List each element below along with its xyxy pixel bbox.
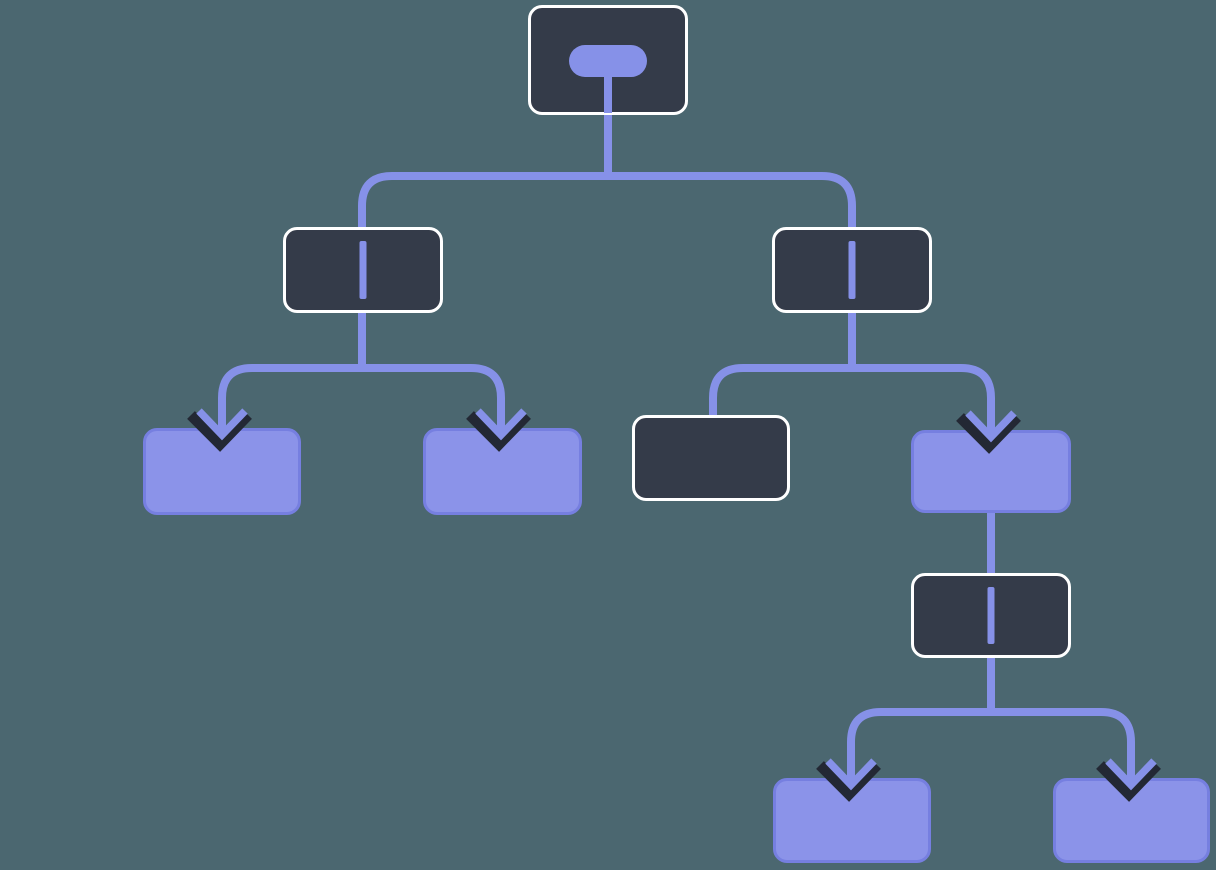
root-node[interactable] xyxy=(528,5,688,115)
condition-node-middle[interactable] xyxy=(632,415,790,501)
action-node-left-2[interactable] xyxy=(423,428,582,515)
pill-ornament xyxy=(569,45,647,77)
vertical-line-ornament xyxy=(848,241,856,299)
action-node-bottom-1[interactable] xyxy=(773,778,931,863)
branch-node-left[interactable] xyxy=(283,227,443,313)
action-node-right[interactable] xyxy=(911,430,1071,513)
action-node-left-1[interactable] xyxy=(143,428,301,515)
action-node-bottom-2[interactable] xyxy=(1053,778,1210,863)
pill-stem-ornament xyxy=(604,75,612,113)
vertical-line-ornament xyxy=(359,241,367,299)
branch-node-right[interactable] xyxy=(772,227,932,313)
vertical-line-ornament xyxy=(987,587,995,644)
branch-node-lower[interactable] xyxy=(911,573,1071,658)
